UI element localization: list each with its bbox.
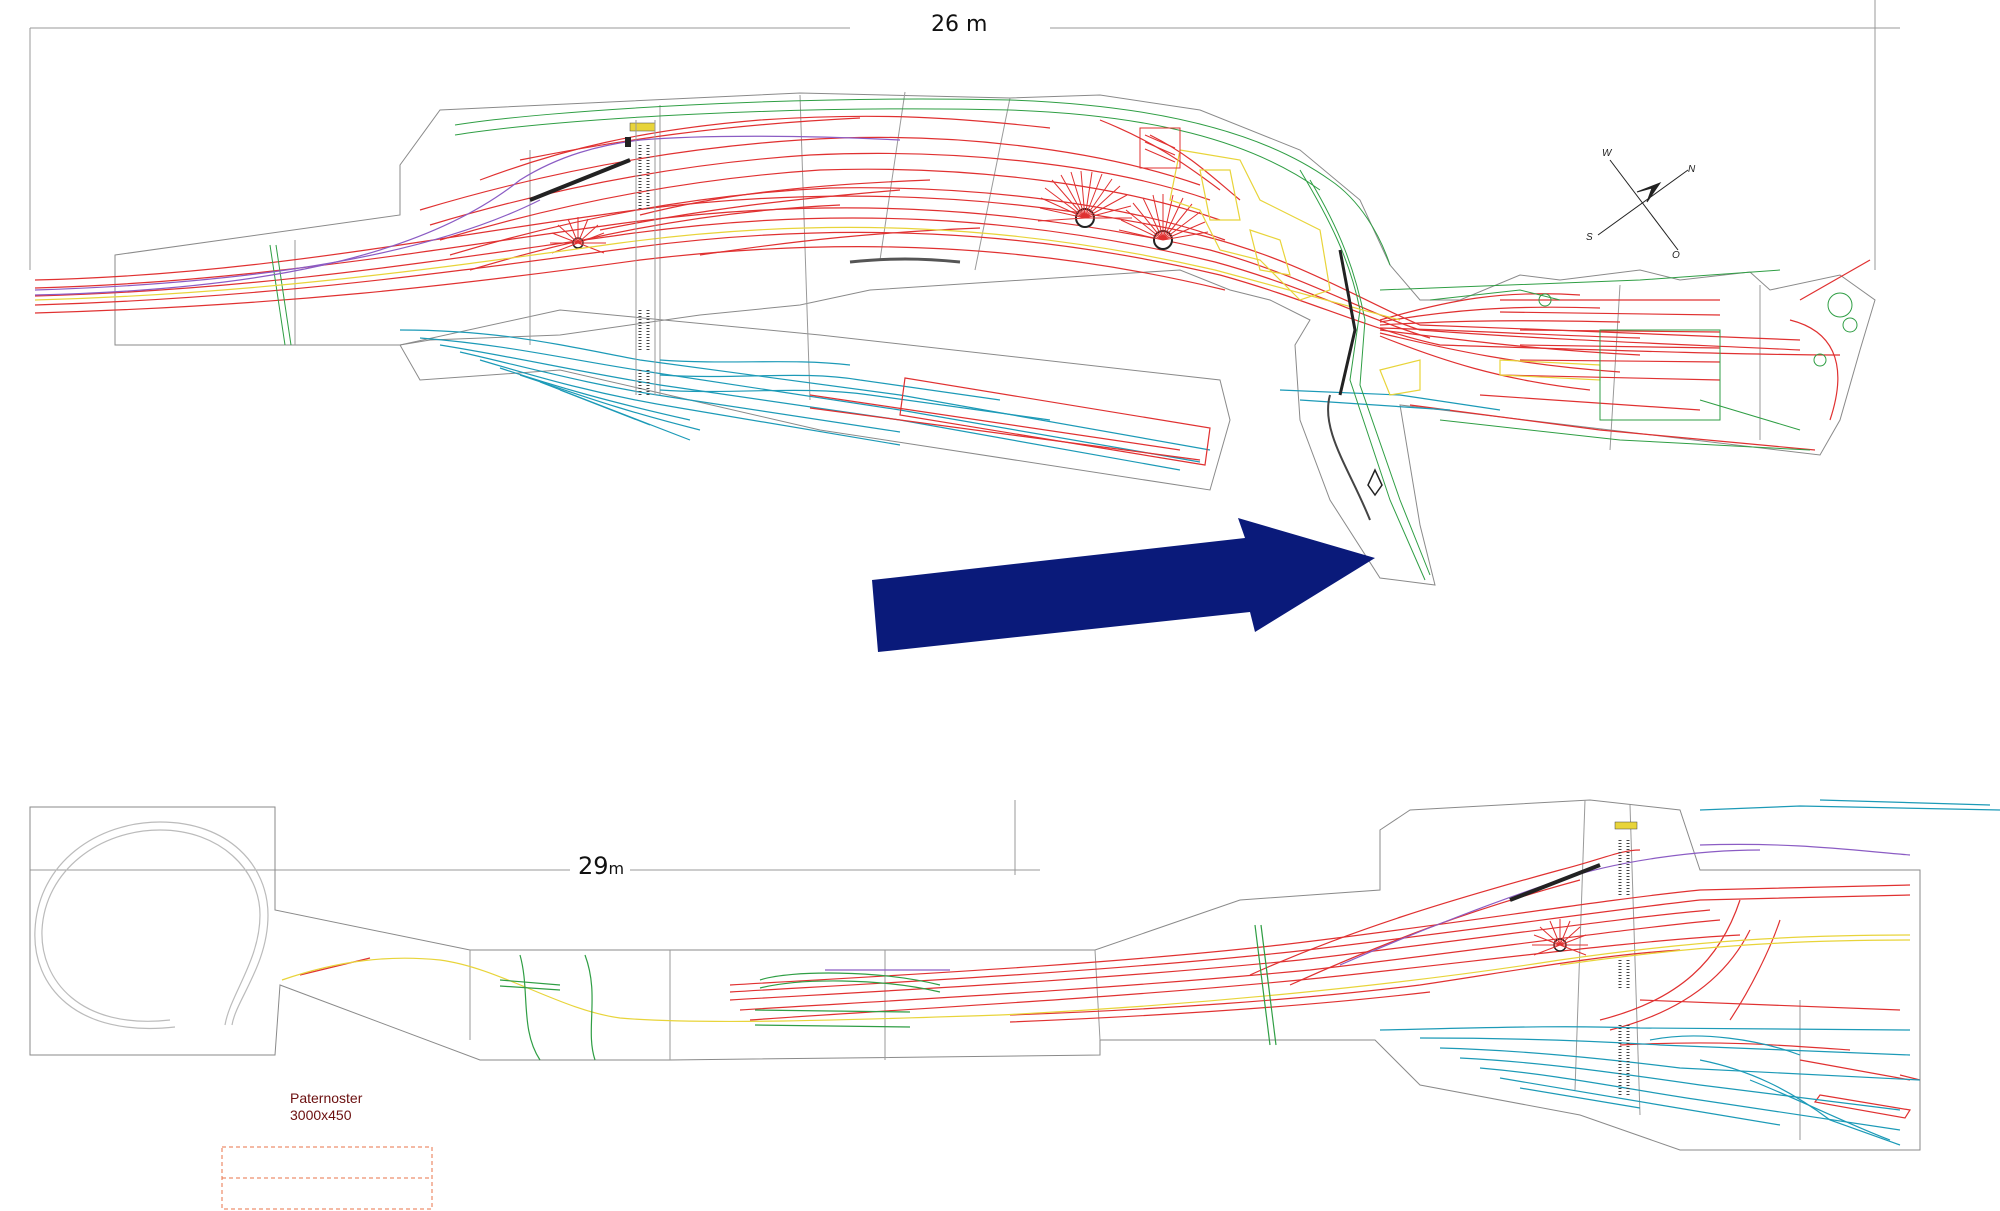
- compass-west: W: [1602, 148, 1612, 159]
- direction-arrow-icon: [872, 518, 1375, 652]
- top-layout: [34, 91, 1876, 652]
- bottom-span-unit: m: [608, 859, 625, 878]
- top-green-lines: [269, 98, 1811, 581]
- top-board-outline: [114, 92, 1876, 586]
- bottom-module-dividers: [469, 799, 1801, 1140]
- top-main-tracks: [34, 115, 1871, 451]
- bottom-green-tracks: [499, 924, 1277, 1061]
- compass-north: N: [1688, 164, 1696, 175]
- top-link-tracks: [34, 135, 901, 296]
- bottom-layout: [29, 799, 2000, 1151]
- top-yard-sidings: [809, 377, 1211, 466]
- paternoster-size: 3000x450: [290, 1107, 352, 1123]
- top-yard-tracks: [399, 329, 1501, 471]
- top-module-dividers: [294, 91, 1761, 451]
- helix-loop: [34, 821, 269, 1029]
- bottom-main-tracks: [299, 849, 1921, 1119]
- north-arrow-icon: [1597, 159, 1689, 251]
- compass-east: O: [1672, 250, 1680, 261]
- top-dimension-line: [29, 0, 1900, 270]
- compass-south: S: [1586, 232, 1593, 243]
- top-yard-board-outline: [399, 309, 1231, 491]
- bottom-platform-tracks: [281, 934, 1911, 1023]
- top-structures: [529, 120, 1858, 521]
- top-span-unit: m: [966, 12, 988, 37]
- paternoster-title: Paternoster: [290, 1090, 363, 1106]
- bottom-structures: [1509, 821, 1638, 1095]
- top-platform-tracks: [34, 149, 1601, 396]
- top-span-value: 26: [931, 12, 959, 37]
- bottom-dimension-line: [30, 800, 1040, 875]
- bottom-span-label: 29m: [572, 852, 631, 880]
- bottom-yard-tracks: [1379, 799, 2000, 1146]
- top-span-label: 26 m: [925, 12, 994, 37]
- paternoster-label: Paternoster 3000x450: [290, 1090, 362, 1124]
- bottom-board-outline: [29, 799, 1921, 1151]
- bottom-span-value: 29: [578, 852, 609, 880]
- turntable-icon: [1532, 919, 1588, 956]
- turntable-icon: [550, 170, 1209, 254]
